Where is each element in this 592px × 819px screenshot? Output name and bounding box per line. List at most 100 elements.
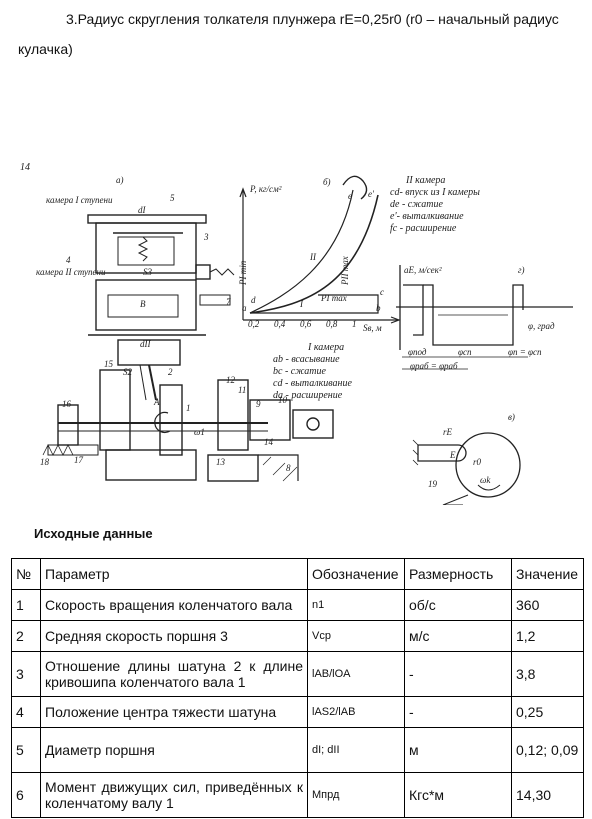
row-number: 5 xyxy=(11,727,41,773)
point-E: E xyxy=(449,450,456,460)
tick-3: 0,8 xyxy=(326,319,338,329)
label-pI-min: PI min xyxy=(238,260,248,286)
label-g: г) xyxy=(518,265,525,275)
label-dII: dII xyxy=(140,339,151,349)
chamber1-line-3: cd - выталкивание xyxy=(273,378,352,389)
label-n10: 10 xyxy=(278,395,288,405)
label-n2: 2 xyxy=(168,367,173,377)
row-number: 1 xyxy=(11,589,41,621)
row-number: 4 xyxy=(11,696,41,728)
heading-line-1: 3.Радиус скругления толкателя плунжера r… xyxy=(66,11,559,27)
row-value: 360 xyxy=(511,589,584,621)
tick-2: 0,6 xyxy=(300,319,312,329)
point-d: d xyxy=(251,295,256,305)
label-phi-pod: φпод xyxy=(408,347,427,357)
header-symbol: Обозначение xyxy=(307,558,405,590)
chamber2-line-3: e'- выталкивание xyxy=(390,211,464,222)
row-value: 3,8 xyxy=(511,651,584,697)
label-phi: φ, град xyxy=(528,321,555,331)
row-value: 0,12; 0,09 xyxy=(511,727,584,773)
row-unit: об/с xyxy=(404,589,512,621)
chamber1-title: I камера xyxy=(307,342,344,353)
row-unit: - xyxy=(404,651,512,697)
row-symbol: Mпрд xyxy=(307,772,405,818)
point-e: e xyxy=(348,191,352,201)
point-c: c xyxy=(380,287,384,297)
row-parameter: Средняя скорость поршня 3 xyxy=(40,620,308,652)
row-number: 3 xyxy=(11,651,41,697)
chamber1-line-1: ab - всасывание xyxy=(273,354,340,365)
compressor-drawing xyxy=(42,214,334,482)
heading-line-2: кулачка) xyxy=(18,41,73,57)
label-n14: 14 xyxy=(264,437,274,447)
row-symbol: lAB/lOA xyxy=(307,651,405,697)
row-unit: м/с xyxy=(404,620,512,652)
tick-0: 0,2 xyxy=(248,319,260,329)
ps-diagram xyxy=(239,175,401,324)
header-parameter: Параметр xyxy=(40,558,308,590)
row-symbol: lAS2/lAB xyxy=(307,696,405,728)
header-unit: Размерность xyxy=(404,558,512,590)
label-B: B xyxy=(140,299,146,309)
label-n18: 18 xyxy=(40,457,50,467)
row-symbol: dI; dII xyxy=(307,727,405,773)
label-s2: S2 xyxy=(123,367,133,377)
header-number: № xyxy=(11,558,41,590)
tick-1: 0,4 xyxy=(274,319,286,329)
chamber2-line-4: fc - расширение xyxy=(390,223,457,234)
label-n15: 15 xyxy=(104,359,114,369)
table-row: 4 Положение центра тяжести шатуна lAS2/l… xyxy=(11,696,584,728)
row-value: 1,2 xyxy=(511,620,584,652)
row-number: 6 xyxy=(11,772,41,818)
label-pressure-axis: P, кг/см² xyxy=(249,184,282,194)
row-parameter: Момент движущих сил, приведённых к колен… xyxy=(40,772,308,818)
point-a: a xyxy=(242,303,247,313)
label-pII-max: PII max xyxy=(340,256,350,286)
row-number: 2 xyxy=(11,620,41,652)
label-omega1: ω1 xyxy=(194,427,205,437)
label-accel: aE, м/сек² xyxy=(404,265,442,275)
label-n16: 16 xyxy=(62,399,72,409)
figure-page-mark: 14 xyxy=(20,162,30,173)
table-row: 5 Диаметр поршня dI; dII м 0,12; 0,09 xyxy=(11,727,584,773)
row-unit: Кгс*м xyxy=(404,772,512,818)
label-b: б) xyxy=(323,177,331,187)
label-n4: 4 xyxy=(66,255,71,265)
label-n1: 1 xyxy=(186,403,191,413)
input-data-table: № Параметр Обозначение Размерность Значе… xyxy=(11,558,584,818)
label-a: а) xyxy=(116,175,124,185)
table-row: 6 Момент движущих сил, приведённых к кол… xyxy=(11,772,584,818)
row-symbol: n1 xyxy=(307,589,405,621)
label-n13: 13 xyxy=(216,457,226,467)
tick-4: 1 xyxy=(352,319,357,329)
label-n17: 17 xyxy=(74,455,84,465)
chamber1-line-2: bc - сжатие xyxy=(273,366,326,377)
label-phi-rab: φраб = φраб xyxy=(410,361,458,371)
label-chamber1: камера I ступени xyxy=(46,195,113,205)
point-b: b xyxy=(376,303,381,313)
row-symbol: Vср xyxy=(307,620,405,652)
label-s-axis: Sв, м xyxy=(363,323,382,333)
label-A: A xyxy=(153,397,160,407)
row-value: 0,25 xyxy=(511,696,584,728)
table-row: 1 Скорость вращения коленчатого вала n1 … xyxy=(11,589,584,621)
chamber2-line-1: cd- впуск из I камеры xyxy=(390,187,480,198)
row-parameter: Положение центра тяжести шатуна xyxy=(40,696,308,728)
label-s3: S3 xyxy=(143,267,153,277)
row-unit: - xyxy=(404,696,512,728)
accel-diagram xyxy=(396,265,573,370)
row-value: 14,30 xyxy=(511,772,584,818)
label-dI: dI xyxy=(138,205,147,215)
chamber1-line-4: da - расширение xyxy=(273,390,343,401)
label-n11: 11 xyxy=(238,385,246,395)
label-n3: 3 xyxy=(203,232,209,242)
row-parameter: Отношение длины шатуна 2 к длине кривоши… xyxy=(40,651,308,697)
label-omegak: ωk xyxy=(480,475,491,485)
label-n9: 9 xyxy=(256,399,261,409)
table-header-row: № Параметр Обозначение Размерность Значе… xyxy=(11,558,584,590)
row-parameter: Скорость вращения коленчатого вала xyxy=(40,589,308,621)
label-rE: rE xyxy=(443,427,453,437)
row-parameter: Диаметр поршня xyxy=(40,727,308,773)
label-pI-max: PI max xyxy=(320,293,347,303)
label-n12: 12 xyxy=(226,375,236,385)
